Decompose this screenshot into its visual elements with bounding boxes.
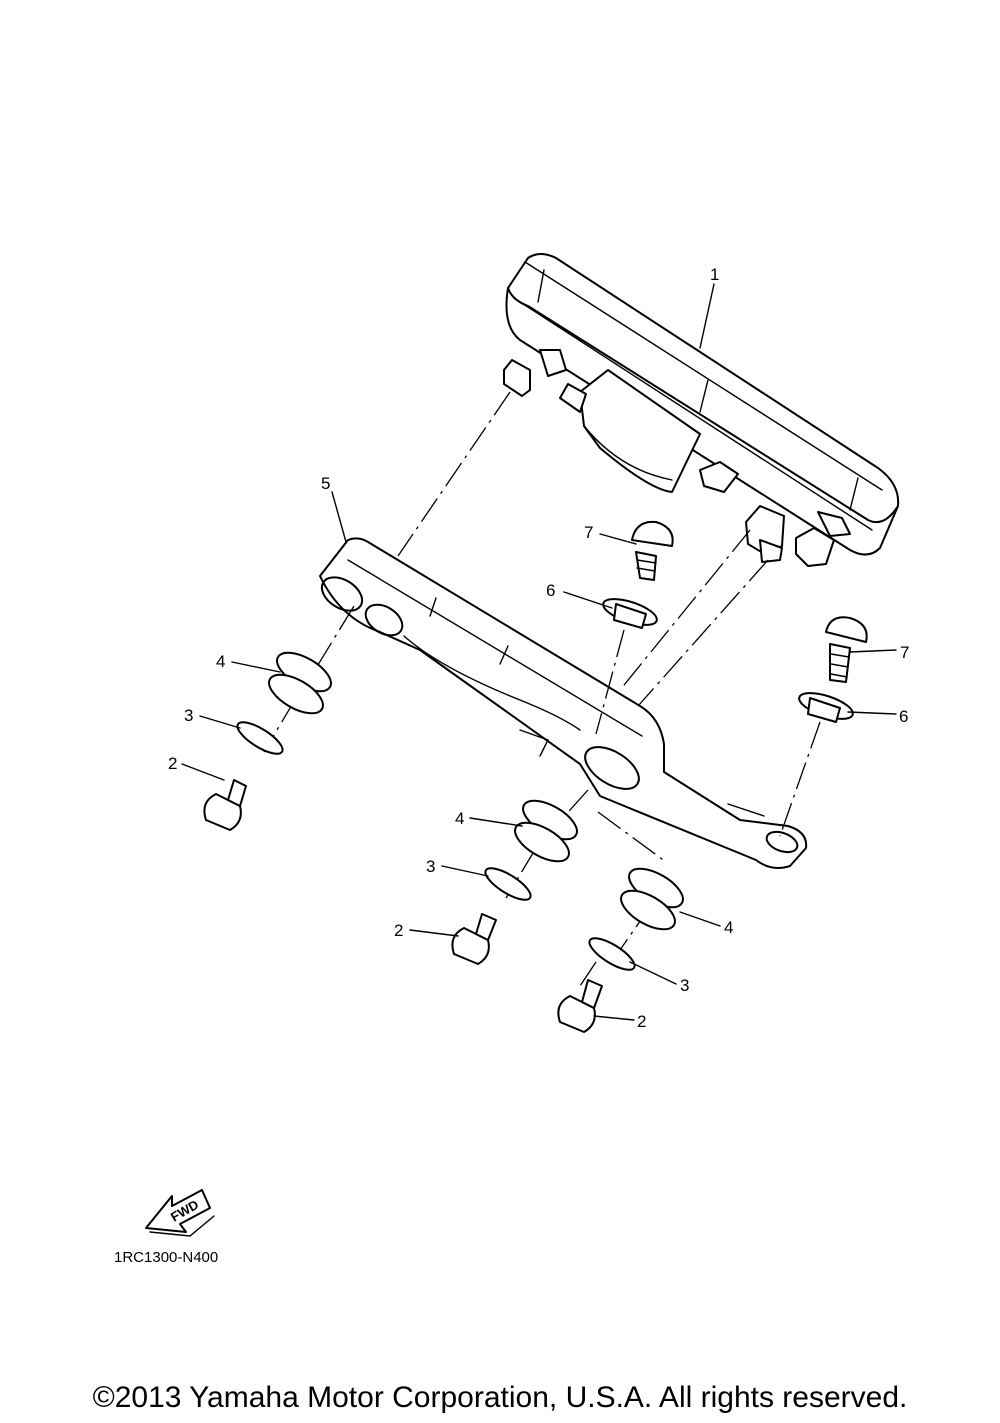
washer-3-center bbox=[484, 867, 532, 901]
washer-3-left bbox=[236, 721, 284, 755]
copyright-notice: ©2013 Yamaha Motor Corporation, U.S.A. A… bbox=[92, 1381, 908, 1414]
callout-6-right: 6 bbox=[899, 707, 908, 726]
callout-7-center: 7 bbox=[584, 523, 593, 542]
callout-3-center: 3 bbox=[426, 857, 435, 876]
grommet-4-center bbox=[514, 799, 578, 863]
callout-4-left: 4 bbox=[216, 652, 225, 671]
callout-3-left: 3 bbox=[184, 706, 193, 725]
leader-lines bbox=[181, 283, 897, 1021]
callout-labels: 1 5 7 6 7 6 4 3 2 4 3 2 4 3 2 bbox=[168, 265, 909, 1031]
callout-1: 1 bbox=[710, 265, 719, 284]
washer-6-center-collar bbox=[613, 603, 647, 629]
callout-6-center: 6 bbox=[546, 581, 555, 600]
callout-2-right: 2 bbox=[637, 1012, 646, 1031]
callout-3-right: 3 bbox=[680, 976, 689, 995]
meter-assembly bbox=[503, 253, 900, 567]
callout-2-left: 2 bbox=[168, 754, 177, 773]
washer-3-right bbox=[588, 937, 636, 971]
screw-7-center bbox=[631, 520, 674, 581]
callout-7-right: 7 bbox=[900, 643, 909, 662]
meter-bracket bbox=[319, 537, 808, 869]
callout-4-right: 4 bbox=[724, 918, 733, 937]
grommet-4-right bbox=[620, 867, 684, 931]
fwd-arrow-icon: FWD bbox=[145, 1189, 215, 1237]
bolt-2-center bbox=[451, 913, 497, 965]
washer-6-right-collar bbox=[807, 697, 841, 723]
callout-2-center: 2 bbox=[394, 921, 403, 940]
callout-4-center: 4 bbox=[455, 809, 464, 828]
callout-5: 5 bbox=[321, 474, 330, 493]
bolt-2-left bbox=[203, 779, 247, 831]
grommet-4-left bbox=[268, 651, 332, 715]
screw-7-right bbox=[825, 616, 868, 683]
bolt-2-right bbox=[557, 979, 603, 1033]
diagram-code: 1RC1300-N400 bbox=[114, 1249, 218, 1266]
